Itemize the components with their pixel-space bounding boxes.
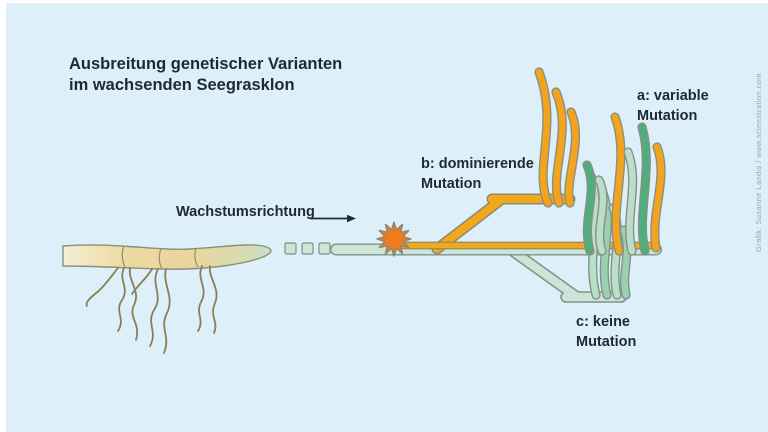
rhizome-segment-line	[194, 247, 199, 268]
seagrass-blade-orange	[552, 88, 566, 207]
title-line-2: im wachsenden Seegrasklon	[69, 76, 295, 94]
label-c-no-mutation: c: keine Mutation	[576, 312, 636, 352]
root-strand	[85, 267, 119, 307]
seagrass-blade-pale-green	[595, 176, 607, 255]
seagrass-blade-orange	[565, 108, 579, 207]
credit-line: Grafik: Susanne Landis / www.scienstrati…	[754, 73, 763, 252]
dash-segment	[318, 242, 331, 255]
root-strand	[131, 268, 153, 295]
seagrass-blade-pale-green	[624, 148, 636, 255]
root-strand	[128, 267, 139, 341]
seagrass-blade-dark-green	[583, 161, 595, 255]
label-c-line-1: c: keine	[576, 314, 630, 330]
seagrass-blade-orange	[535, 68, 552, 207]
blades-cluster-b	[534, 67, 580, 208]
label-b-line-1: b: dominierende	[421, 156, 534, 172]
mutation-burst-icon	[376, 221, 412, 257]
old-rhizome-tube	[62, 244, 272, 270]
root-strand	[117, 267, 126, 332]
rhizome-segment-line	[158, 248, 163, 270]
label-b-dominant-mutation: b: dominierende Mutation	[421, 154, 534, 194]
dash-segment	[301, 242, 314, 255]
label-a-variable-mutation: a: variable Mutation	[637, 86, 709, 126]
seagrass-blade-dark-green	[638, 123, 650, 255]
title-line-1: Ausbreitung genetischer Varianten	[69, 55, 343, 73]
label-a-line-1: a: variable	[637, 88, 709, 104]
blades-cluster-a	[582, 112, 666, 256]
growth-direction-arrow	[310, 211, 356, 223]
root-strand	[197, 265, 205, 332]
old-rhizome	[62, 244, 272, 354]
rhizome-segment-line	[121, 245, 126, 268]
seagrass-blade-orange	[651, 143, 665, 252]
label-c-line-2: Mutation	[576, 334, 637, 350]
root-strand	[163, 268, 171, 354]
growth-direction-label: Wachstumsrichtung	[176, 204, 315, 220]
root-strand	[208, 265, 218, 334]
label-a-line-2: Mutation	[637, 108, 698, 124]
label-b-line-2: Mutation	[421, 176, 482, 192]
page-title: Ausbreitung genetischer Varianten im wac…	[69, 54, 342, 96]
root-strand	[149, 268, 159, 347]
dash-segment	[284, 242, 297, 255]
seagrass-blade-orange	[611, 113, 625, 255]
dashed-rhizome-segments	[284, 242, 331, 255]
roots	[85, 265, 218, 354]
